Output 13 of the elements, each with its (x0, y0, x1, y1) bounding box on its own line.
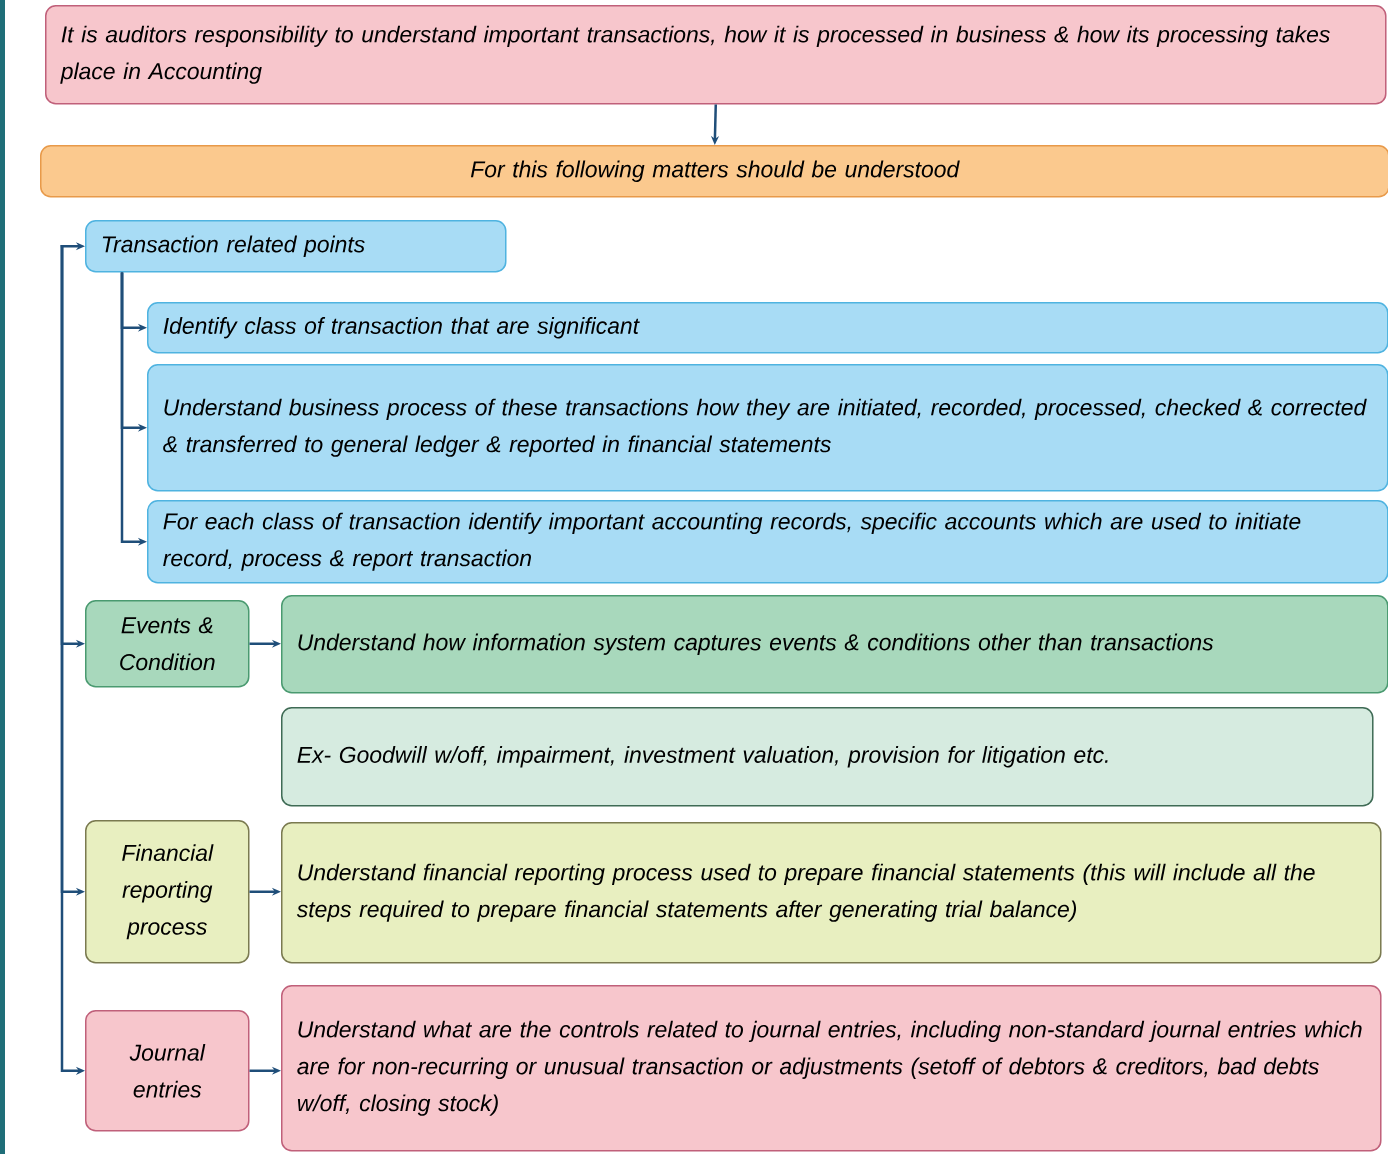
point-box: Understand financial reporting process used to prepare financial statements (this will include all the steps required to prepare financial statements after generating trial balance) (281, 822, 1382, 964)
point-box: For each class of transaction identify important accounting records, specific accounts which are used to initiate record, process & report transaction (147, 500, 1388, 584)
point-box: Understand how information system captures events & conditions other than transactions (281, 595, 1388, 694)
point-box: Understand what are the controls related to journal entries, including non-standard journal entries which are for non-recurring or unusual transaction or adjustments (setoff of debtors & creditors, bad debts w/off, closing stock) (281, 985, 1382, 1152)
example-box: Ex- Goodwill w/off, impairment, investment valuation, provision for litigation etc. (281, 707, 1374, 807)
point-box: Identify class of transaction that are significant (147, 302, 1388, 354)
category-box: Transaction related points (85, 220, 507, 273)
statement-box: It is auditors responsibility to understand important transactions, how it is processed in business & how its processing takes place in Accounting (45, 5, 1387, 105)
category-box: Financial reporting process (85, 820, 250, 964)
heading-band: For this following matters should be understood (40, 145, 1388, 198)
point-box: Understand business process of these transactions how they are initiated, recorded, processed, checked & corrected & transferred to general ledger & reported in financial statements (147, 364, 1388, 492)
category-box: Journal entries (85, 1010, 250, 1132)
category-box: Events & Condition (85, 600, 250, 688)
